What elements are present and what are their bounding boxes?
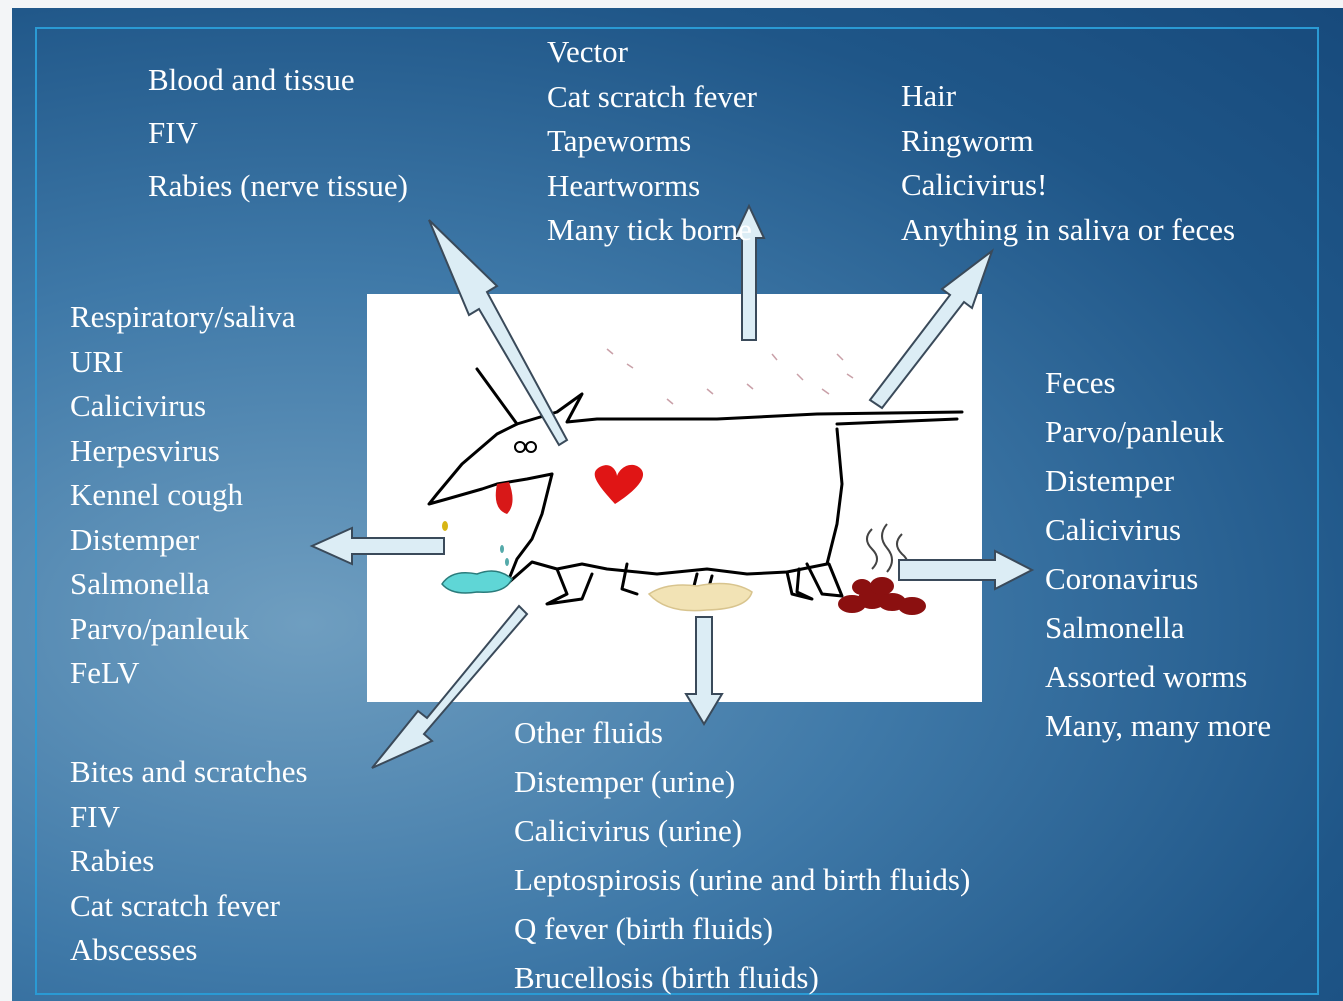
hair-heading: Hair <box>901 80 1235 125</box>
arrow-to-fluids <box>686 617 722 724</box>
list-item: Coronavirus <box>1045 563 1271 612</box>
feces-list: Feces Parvo/panleuk Distemper Caliciviru… <box>1045 367 1271 759</box>
list-item: Rabies <box>70 845 308 890</box>
list-item: Distemper <box>1045 465 1271 514</box>
bites-scratches-list: Bites and scratches FIV Rabies Cat scrat… <box>70 756 308 979</box>
other-fluids-list: Other fluids Distemper (urine) Calicivir… <box>514 717 970 1001</box>
list-item: Q fever (birth fluids) <box>514 913 970 962</box>
respiratory-heading: Respiratory/saliva <box>70 301 296 346</box>
list-item: Kennel cough <box>70 479 296 524</box>
list-item: FeLV <box>70 657 296 702</box>
list-item: FIV <box>148 117 408 170</box>
list-item: Assorted worms <box>1045 661 1271 710</box>
list-item: Calicivirus (urine) <box>514 815 970 864</box>
list-item: Parvo/panleuk <box>1045 416 1271 465</box>
list-item: Abscesses <box>70 934 308 979</box>
list-item: Calicivirus <box>1045 514 1271 563</box>
vector-list: Vector Cat scratch fever Tapeworms Heart… <box>547 36 757 259</box>
list-item: Salmonella <box>1045 612 1271 661</box>
list-item: URI <box>70 346 296 391</box>
list-item: Leptospirosis (urine and birth fluids) <box>514 864 970 913</box>
list-item: Tapeworms <box>547 125 757 170</box>
list-item: Distemper <box>70 524 296 569</box>
list-item: Calicivirus <box>70 390 296 435</box>
list-item: Cat scratch fever <box>547 81 757 126</box>
list-item: Ringworm <box>901 125 1235 170</box>
fluids-heading: Other fluids <box>514 717 970 766</box>
list-item: Herpesvirus <box>70 435 296 480</box>
list-item: Many, many more <box>1045 710 1271 759</box>
arrow-to-bites <box>372 606 527 768</box>
list-item: Anything in saliva or feces <box>901 214 1235 259</box>
list-item: FIV <box>70 801 308 846</box>
list-item: Distemper (urine) <box>514 766 970 815</box>
list-item: Many tick borne <box>547 214 757 259</box>
bites-heading: Bites and scratches <box>70 756 308 801</box>
list-item: Heartworms <box>547 170 757 215</box>
list-item: Calicivirus! <box>901 169 1235 214</box>
arrow-to-hair <box>870 251 992 408</box>
blood-tissue-list: Blood and tissue FIV Rabies (nerve tissu… <box>148 64 408 223</box>
arrow-to-respiratory <box>312 528 444 564</box>
list-item: Salmonella <box>70 568 296 613</box>
feces-heading: Feces <box>1045 367 1271 416</box>
slide: Blood and tissue FIV Rabies (nerve tissu… <box>12 8 1343 1001</box>
list-item: Rabies (nerve tissue) <box>148 170 408 223</box>
vector-heading: Vector <box>547 36 757 81</box>
list-item: Cat scratch fever <box>70 890 308 935</box>
list-item: Parvo/panleuk <box>70 613 296 658</box>
arrow-to-feces <box>899 551 1032 589</box>
list-item: Brucellosis (birth fluids) <box>514 962 970 1001</box>
blood-heading: Blood and tissue <box>148 64 408 117</box>
hair-list: Hair Ringworm Calicivirus! Anything in s… <box>901 80 1235 258</box>
respiratory-saliva-list: Respiratory/saliva URI Calicivirus Herpe… <box>70 301 296 702</box>
